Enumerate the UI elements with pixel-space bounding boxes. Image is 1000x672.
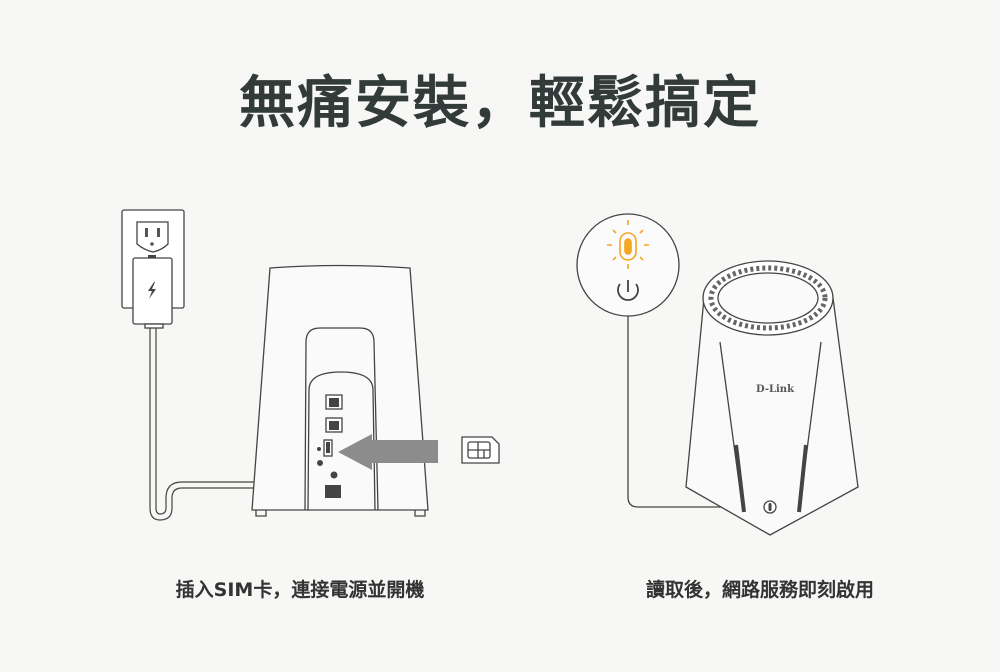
- brand-logo: D-Link: [756, 384, 795, 395]
- connector-line: [627, 316, 762, 508]
- power-cable: [149, 328, 328, 521]
- power-led-zoom: [576, 213, 680, 317]
- router-back-icon: [251, 264, 429, 517]
- power-adapter-icon: [132, 255, 173, 329]
- sim-card-icon: [461, 436, 500, 464]
- page-title: 無痛安裝，輕鬆搞定: [239, 71, 761, 136]
- led-light-icon: [607, 220, 649, 269]
- step-2-caption: 讀取後，網路服務即刻啟用: [645, 579, 874, 601]
- step-1-caption: 插入SIM卡，連接電源並開機: [175, 579, 425, 601]
- router-front-icon: D-Link: [685, 260, 859, 536]
- insert-arrow-icon: [338, 434, 438, 470]
- power-button-icon: [617, 280, 639, 301]
